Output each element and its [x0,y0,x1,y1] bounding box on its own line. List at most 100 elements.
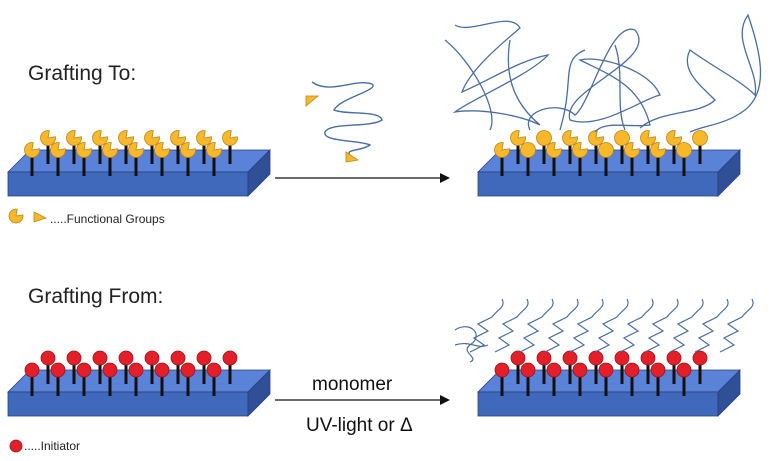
condition-label: UV-light or Δ [306,415,413,436]
initiators-left [24,350,238,396]
functional-group-pacman-icon [572,142,588,158]
initiator-icon [118,350,134,366]
initiator-icon [666,350,682,366]
monomer-label: monomer [312,374,393,395]
polymer-brush-chain [594,298,629,353]
substrate-front-face [7,391,249,417]
initiator-icon [92,350,108,366]
functional-group-pacman-icon [118,130,134,146]
brush-polymer-layer [454,298,754,363]
polymer-brush-chain [494,298,529,353]
substrate-side-face [247,369,271,417]
functional-group-triangle-icon [345,151,360,163]
functional-group-pacman-icon [170,130,186,146]
grafted-functional-group [614,130,630,146]
initiator-icon [588,350,604,366]
legend-initiator-label: .....Initiator [24,439,80,453]
initiator-icon [546,362,562,378]
initiator-icon [614,350,630,366]
initiator-icon [144,350,160,366]
initiator-icon [128,362,144,378]
functional-group-pacman-icon [196,130,212,146]
grafting-to-title: Grafting To: [28,62,136,85]
grafting-from-title: Grafting From: [28,285,163,308]
free-polymer-chain [305,81,383,163]
initiator-icon [76,362,92,378]
initiator-icon [676,362,692,378]
initiator-icon [598,362,614,378]
functional-group-pacman-icon [76,142,92,158]
initiator-icon [536,350,552,366]
initiator-icon [102,362,118,378]
substrate-side-face [717,369,741,417]
functional-group-pacman-icon [222,130,238,146]
legend-functional-groups-label: .....Functional Groups [50,212,165,226]
initiator-icon [692,350,708,366]
initiator-icon [206,362,222,378]
functional-group-pacman-icon [128,142,144,158]
initiator-icon [196,350,212,366]
grafted-functional-group [598,142,614,158]
polymer-brush-chain [469,298,504,353]
polymer-brush-chain [544,298,579,353]
grafted-functional-group [520,142,536,158]
functional-group-pacman-icon [206,142,222,158]
polymer-brush-chain [644,298,679,353]
initiators-right [494,350,708,396]
functional-group-pacman-icon [50,142,66,158]
functional-groups-right [494,130,708,176]
substrate-side-face [717,149,741,197]
initiator-icon [624,362,640,378]
substrate-front-face [477,171,719,197]
initiator-icon [572,362,588,378]
functional-group-triangle-icon [305,95,320,107]
grafted-functional-group [536,130,552,146]
initiator-icon [494,362,510,378]
polymer-chain [452,20,550,126]
grafted-functional-group [676,142,692,158]
initiator-icon [50,362,66,378]
initiator-icon [222,350,238,366]
functional-group-pacman-icon [102,142,118,158]
initiator-icon [66,350,82,366]
initiator-icon [40,350,56,366]
functional-group-pacman-icon [650,142,666,158]
reaction-arrow-from [275,395,450,405]
initiator-icon [562,350,578,366]
functional-group-pacman-icon [40,130,56,146]
functional-group-pacman-icon [640,130,656,146]
legend-initiator: .....Initiator [9,439,80,453]
functional-group-pacman-icon [546,142,562,158]
functional-group-pacman-icon [66,130,82,146]
legend-functional-groups: .....Functional Groups [8,208,165,226]
initiator-icon [180,362,196,378]
functional-group-pacman-icon [144,130,160,146]
substrate-front-face [477,391,719,417]
initiator-icon [650,362,666,378]
functional-group-pacman-icon [510,130,526,146]
polymer-brush-chain [719,298,754,353]
functional-group-pacman-icon [180,142,196,158]
initiator-icon [24,362,40,378]
polymer-brush-chain [454,326,489,363]
polymer-brush-chain [619,298,654,353]
functional-group-pacman-icon [8,208,24,224]
substrate-side-face [247,149,271,197]
functional-group-pacman-icon [562,130,578,146]
polymer-brush-chain [569,298,604,353]
functional-group-pacman-icon [624,142,640,158]
functional-group-triangle-icon [33,211,48,223]
initiator-icon [640,350,656,366]
functional-group-pacman-icon [666,130,682,146]
grafted-polymer-layer [444,13,762,133]
reaction-arrow-to [275,173,450,183]
polymer-chain [527,28,661,133]
functional-group-pacman-icon [494,142,510,158]
functional-groups-left [24,130,238,176]
polymer-brush-chain [669,298,704,353]
polymer-chain-free [311,81,383,157]
functional-group-pacman-icon [24,142,40,158]
polymer-chain [639,13,762,133]
initiator-icon [510,350,526,366]
